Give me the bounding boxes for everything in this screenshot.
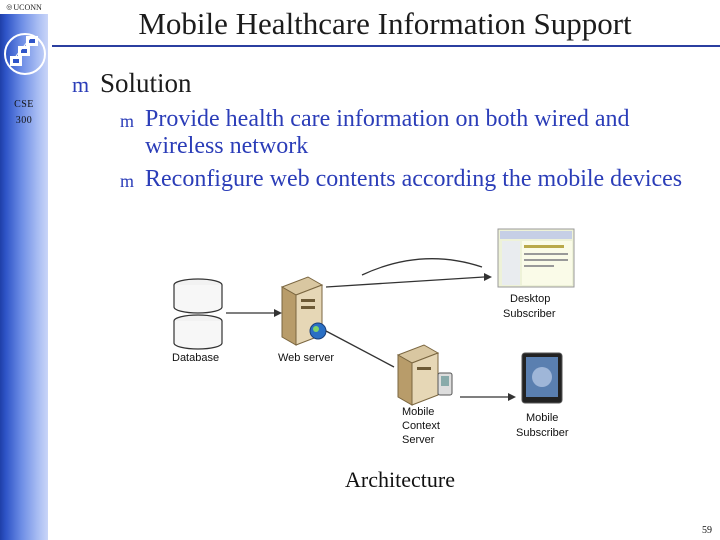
slide-title: Mobile Healthcare Information Support [138, 6, 632, 41]
department-logo [4, 33, 46, 75]
database-icon [173, 278, 223, 350]
diagram-caption: Architecture [345, 467, 455, 492]
web-server-icon [280, 276, 327, 346]
desktop-icon [497, 228, 575, 288]
bullet-solution: Solution [100, 68, 192, 98]
sub-bullet-icon: m [120, 111, 135, 131]
arrowheads [274, 273, 516, 401]
desktop-label-2: Subscriber [503, 308, 556, 320]
connection-arrows [226, 258, 508, 398]
course-line-2: 300 [15, 115, 33, 126]
mobile-label-2: Subscriber [516, 427, 569, 439]
sub-bullet-icon: m [120, 171, 135, 191]
sidebar: ◎ UCONN CSE 300 [0, 0, 48, 540]
web-server-label: Web server [278, 352, 334, 364]
context-server-label-1: Mobile [402, 406, 434, 418]
sub-bullet-2: Reconfigure web contents according the m… [145, 166, 683, 192]
course-line-1: CSE [14, 99, 34, 110]
seal-icon: ◎ [6, 3, 13, 11]
uconn-logo: ◎ UCONN [0, 0, 48, 14]
context-server-label-2: Context [402, 420, 440, 432]
bullet-icon: m [72, 72, 90, 97]
architecture-diagram: Database Web server Desktop Subscriber [162, 227, 592, 452]
mobile-device-icon [521, 352, 563, 404]
database-label: Database [172, 352, 219, 364]
title-divider [52, 45, 720, 47]
mobile-label-1: Mobile [526, 412, 558, 424]
page-number: 59 [702, 525, 712, 536]
sub-bullet-1: Provide health care information on both … [145, 106, 630, 159]
course-code: CSE 300 [0, 97, 48, 129]
desktop-label-1: Desktop [510, 293, 550, 305]
context-server-label-3: Server [402, 434, 435, 446]
uconn-label: UCONN [13, 2, 42, 12]
context-server-icon [396, 344, 453, 406]
